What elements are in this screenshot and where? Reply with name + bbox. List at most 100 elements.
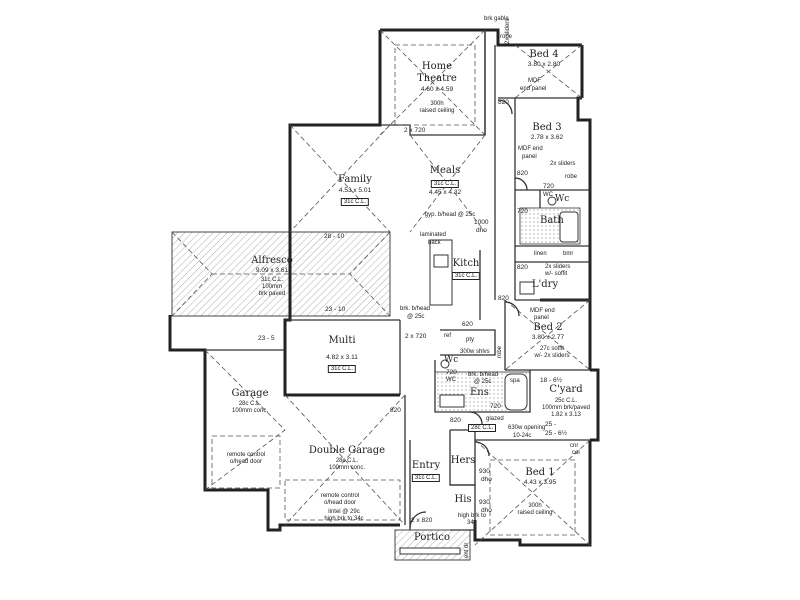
bed3-robe-label: robe [565, 174, 578, 180]
cnr-col-2: col [572, 450, 580, 456]
bed2-soffit-2: w/- 2x sliders [534, 353, 570, 359]
door-820-b: 820 [517, 170, 528, 177]
his-dim-2: dho [481, 507, 492, 514]
wall-his [450, 484, 476, 531]
doublegarage-lintel-1: lintel @ 29c [328, 509, 360, 515]
kitchen-bench [429, 239, 453, 306]
kitch-ceiling: 31c C.L. [451, 272, 481, 280]
top-gable-label: brk gable [484, 16, 509, 22]
his-title: His [454, 494, 472, 505]
shlvs-label: 300w shlvs [460, 349, 490, 355]
bed2-robe-label: robe [497, 345, 503, 358]
ldry-title: L'dry [531, 279, 559, 290]
bed3-title: Bed 3 [532, 122, 562, 133]
alfresco-l1: 31c C.L. [260, 277, 284, 283]
door-1000: 1000 [474, 219, 489, 226]
meals-ceiling: 31c C.L. [430, 180, 460, 188]
bed1-raised-ceiling [489, 459, 576, 536]
bed1-title: Bed 1 [525, 467, 555, 478]
theatre-note-2: raised ceiling [419, 108, 455, 114]
theatre-title-2: Theatre [417, 73, 457, 84]
dim-28-10: 28 - 10 [324, 233, 345, 240]
laminated-label-1: laminated [420, 232, 447, 238]
bed4-endpanel-label: end panel [520, 86, 547, 92]
alfresco-title: Alfresco [251, 255, 293, 266]
doublegarage-lintel-2: high brk to 34c [324, 516, 364, 522]
theatre-title-1: Home [421, 61, 453, 72]
doublegarage-l1: 28c C.L. [335, 458, 359, 464]
door-swing-bed2 [504, 301, 520, 317]
wall-pantry [440, 329, 496, 356]
dim-23-10: 23 - 10 [325, 306, 346, 313]
dim-18-6: 18 - 6½ [540, 377, 563, 384]
bed2-size: 3.80 x 2.77 [531, 334, 565, 341]
dim-25: 25 - [545, 421, 557, 428]
wc-2-title: Wc [555, 194, 570, 204]
ldry-sliders-1: 2x sliders [545, 264, 571, 270]
pty-label: pty [466, 337, 475, 343]
his-high-1: high brk to [458, 513, 487, 519]
bed1-note-2: raised ceiling [517, 510, 553, 516]
wc-b-label: WC [446, 377, 456, 383]
bmr-label: bmr [563, 251, 574, 257]
wall-ens [434, 360, 531, 413]
bed3-size: 2.78 x 3.62 [530, 134, 564, 141]
doublegarage-l2: 100mm conc. [328, 465, 366, 471]
alfresco-l2: 100mm [261, 284, 283, 290]
cyard-l1: 25c C.L. [554, 398, 578, 404]
cnr-col-1: cnr [570, 443, 579, 449]
brk-bhead-2: @ 25c [407, 314, 425, 320]
alfresco-l3: brk paved [258, 291, 286, 297]
ent-dr-label: ent dr [464, 542, 470, 558]
hers-title: Hers [450, 455, 476, 466]
door-swing-bed1 [474, 441, 490, 457]
bed3-mdf-1: MDF end [518, 146, 543, 152]
vanity [439, 394, 465, 408]
doublegarage-remote-2: o/head door [323, 500, 357, 506]
garage-remote-2: o/head door [229, 459, 263, 465]
garage-remote-1: remote control [226, 452, 266, 458]
door-820-a: 820 [498, 99, 509, 106]
ens-title: Ens [470, 387, 489, 398]
spa-bath [504, 373, 528, 411]
laundry-trough [519, 281, 535, 295]
door-620: 620 [462, 321, 473, 328]
doublegarage-remote-1: remote control [320, 493, 360, 499]
bed2-soffit-1: 27c soffit [540, 346, 564, 352]
entry-ceiling: 31c C.L. [411, 474, 441, 482]
meals-size: 4.45 x 4.32 [428, 189, 462, 196]
bed2-title: Bed 2 [533, 322, 563, 333]
bed2-mdf-2: panel [534, 315, 549, 321]
outer-wall-courtyard [590, 368, 600, 442]
his-dim-1: 930 [479, 499, 490, 506]
wc-bowl-b [440, 359, 450, 369]
garage-l1: 28c C.L. [238, 401, 262, 407]
door-820-f: 820 [450, 417, 461, 424]
portico-title: Portico [414, 532, 450, 543]
multi-title: Multi [328, 335, 356, 346]
ref-label: ref [444, 333, 452, 339]
garage-l2: 100mm conc. [231, 408, 269, 414]
door-720-d: 720 [490, 403, 501, 410]
ens-ceiling: 28c C.L. [468, 424, 497, 432]
theatre-raised-ceiling [394, 44, 476, 126]
door-2x720-top: 2 x 720 [404, 127, 426, 134]
dim-25-6: 25 - 6½ [545, 430, 568, 437]
bed1-note-1: 300h [528, 503, 542, 509]
door-820-c: 820 [517, 264, 528, 271]
door-820-e: 820 [390, 407, 401, 414]
dim-23-5: 23 - 5 [258, 335, 275, 342]
multi-ceiling: 31c C.L. [327, 365, 357, 373]
cyard-l2: 100mm brk/paved [541, 405, 591, 411]
bed4-size: 3.80 x 2.80 [527, 61, 561, 68]
kitch-title: Kitch [452, 258, 480, 269]
bed4-title: Bed 4 [529, 49, 559, 60]
his-high-2: 34c [467, 520, 477, 526]
alfresco-size: 9.09 x 3.61 [255, 267, 289, 274]
portico-step [399, 547, 461, 555]
linen-label: linen [534, 251, 547, 257]
meals-title: Meals [429, 165, 461, 176]
door-720-c: 720 [446, 369, 457, 376]
bath-tub [559, 211, 579, 243]
outer-wall-garage-left [168, 315, 400, 532]
